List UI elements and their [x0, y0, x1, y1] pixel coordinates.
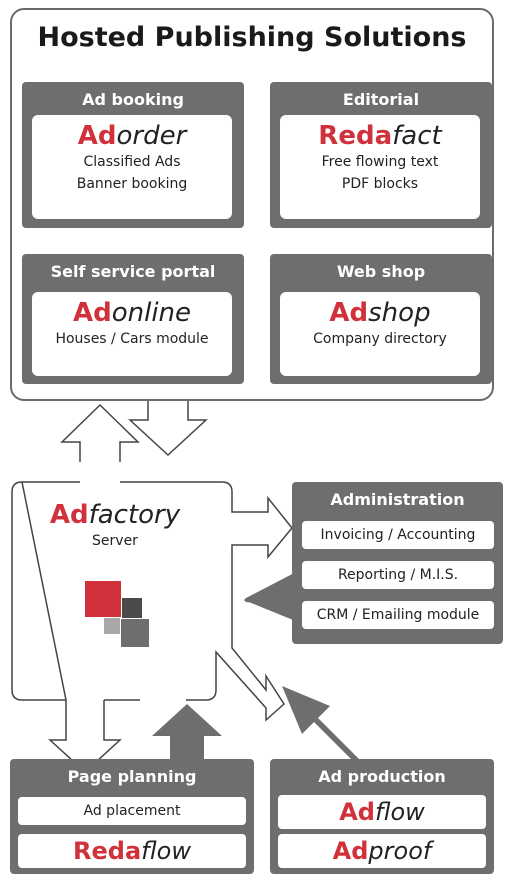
down-arrow-hollow: [128, 401, 208, 457]
adfactory-server: Adfactory Server: [30, 500, 200, 552]
editorial-card: Redafact Free flowing text PDF blocks: [280, 115, 480, 219]
logo-square-red: [85, 581, 121, 617]
adshop-product: Adshop: [329, 298, 431, 328]
ad-booking-card: Adorder Classified Ads Banner booking: [32, 115, 232, 219]
adorder-product: Adorder: [77, 121, 187, 151]
administration-panel: Administration Invoicing / Accounting Re…: [292, 482, 503, 644]
admin-item-reporting: Reporting / M.I.S.: [302, 561, 494, 589]
hosted-title: Hosted Publishing Solutions: [37, 22, 467, 53]
ad-booking-line: Banner booking: [76, 176, 188, 192]
admin-item-crm: CRM / Emailing module: [302, 601, 494, 629]
editorial-line: Free flowing text: [321, 154, 439, 170]
web-shop-panel: Web shop Adshop Company directory: [270, 254, 492, 384]
redafact-product: Redafact: [318, 121, 442, 151]
redaflow-product: Redaflow: [18, 834, 246, 868]
editorial-line: PDF blocks: [341, 176, 419, 192]
page-planning-title: Page planning: [67, 767, 197, 786]
editorial-panel: Editorial Redafact Free flowing text PDF…: [270, 82, 492, 228]
up-arrow-hollow: [60, 403, 140, 462]
ad-placement-item: Ad placement: [18, 797, 246, 825]
ad-production-title: Ad production: [318, 767, 446, 786]
ad-production-panel: Ad production Adflow Adproof: [270, 759, 494, 874]
ad-booking-title: Ad booking: [82, 90, 184, 109]
web-shop-card: Adshop Company directory: [280, 292, 480, 376]
page-planning-panel: Page planning Ad placement Redaflow: [10, 759, 254, 874]
solid-arrow-from-production: [282, 686, 366, 770]
self-service-panel: Self service portal Adonline Houses / Ca…: [22, 254, 244, 384]
self-service-title: Self service portal: [50, 262, 216, 281]
server-subtitle: Server: [92, 533, 138, 549]
adproof-product: Adproof: [278, 834, 486, 868]
ad-booking-line: Classified Ads: [83, 154, 181, 170]
solid-arrow-from-planning: [152, 704, 222, 770]
server-outline: [11, 481, 293, 722]
admin-item-invoicing: Invoicing / Accounting: [302, 521, 494, 549]
web-shop-title: Web shop: [336, 262, 426, 281]
adonline-product: Adonline: [72, 298, 192, 328]
editorial-title: Editorial: [342, 90, 420, 109]
self-service-card: Adonline Houses / Cars module: [32, 292, 232, 376]
self-service-line: Houses / Cars module: [55, 331, 209, 347]
web-shop-line: Company directory: [313, 331, 447, 347]
administration-title: Administration: [330, 490, 465, 509]
ad-booking-panel: Ad booking Adorder Classified Ads Banner…: [22, 82, 244, 228]
adfactory-product: Adfactory: [49, 500, 181, 530]
adflow-product: Adflow: [278, 795, 486, 829]
